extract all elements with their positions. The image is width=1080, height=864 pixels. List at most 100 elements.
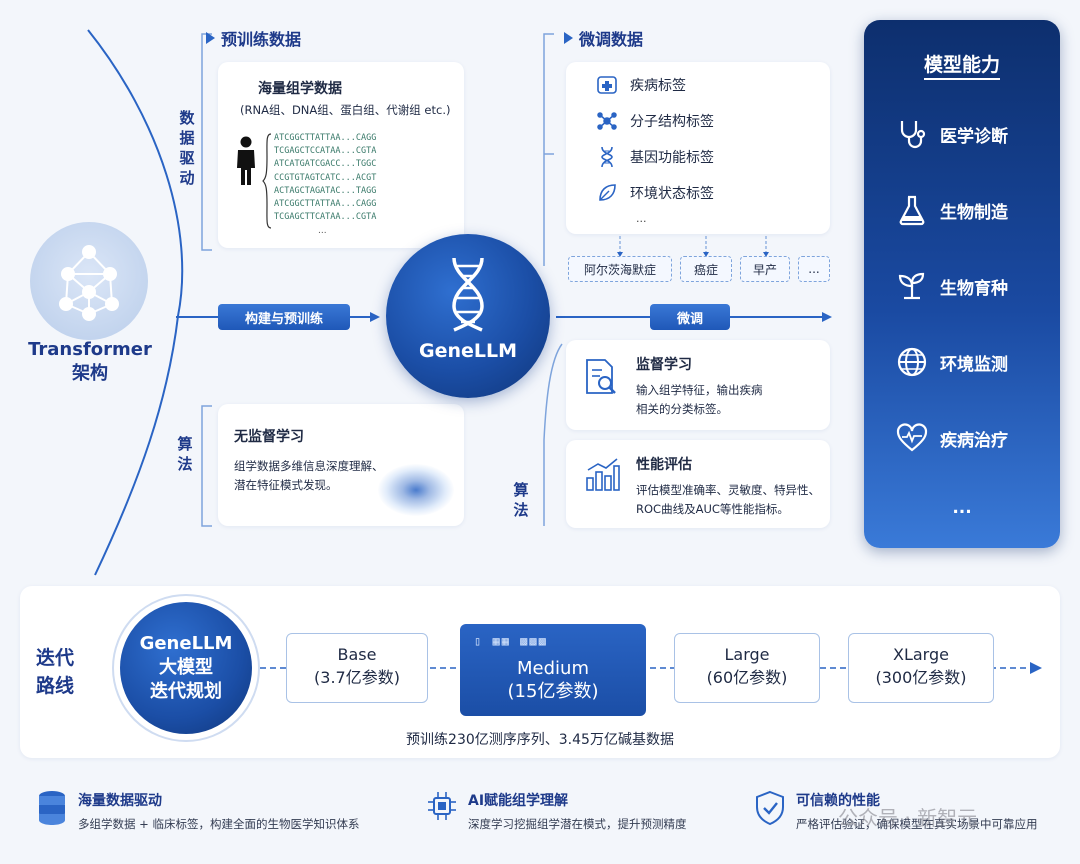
algorithm-right-bracket (543, 343, 563, 526)
stethoscope-icon (900, 121, 926, 149)
unsupervised-card: 无监督学习 组学数据多维信息深度理解、 潜在特征模式发现。 (218, 404, 464, 526)
roadmap-footnote: 预训练230亿测序序列、3.45万亿碱基数据 (406, 732, 674, 748)
dna-sequence: ACTAGCTAGATAC...TAGG (274, 185, 377, 196)
footer-text: 海量数据驱动 多组学数据 + 临床标签，构建全面的生物医学知识体系 (78, 790, 359, 832)
roadmap-label: 迭代 路线 (36, 644, 74, 700)
capability-label: 医学诊断 (940, 126, 1008, 147)
build-pretrain-pill: 构建与预训练 (218, 304, 350, 330)
left-arc-decoration (87, 29, 184, 576)
dna-sequence: CCGTGTAGTCATC...ACGT (274, 172, 377, 183)
supervised-title: 监督学习 (636, 357, 692, 373)
footer-desc: 严格评估验证，确保模型在真实场景中可靠应用 (796, 817, 1038, 831)
footer-title: 海量数据驱动 (78, 793, 162, 809)
medical-cross-icon (597, 76, 617, 94)
footer-item-trust: 可信赖的性能 严格评估验证，确保模型在真实场景中可靠应用 (754, 790, 1038, 832)
seedling-icon (898, 272, 925, 300)
finetune-pill: 微调 (650, 304, 730, 330)
algorithm-right-label: 算法 (513, 481, 529, 519)
dna-sequence: ATCATGATCGACC...TGGC (274, 159, 377, 170)
omics-data-card: 海量组学数据 (RNA组、DNA组、蛋白组、代谢组 etc.) ATCGGCTT… (218, 62, 464, 248)
stage-params: (300亿参数) (875, 668, 967, 687)
supervised-card: 监督学习 输入组学特征，输出疾病 相关的分类标签。 (566, 340, 830, 430)
finetune-bracket (543, 33, 554, 266)
flask-icon (899, 195, 925, 226)
capabilities-title-underline (924, 78, 1000, 80)
finetune-title-text: 微调数据 (579, 30, 644, 49)
evaluation-desc-1: 评估模型准确率、灵敏度、特异性、 (636, 483, 820, 497)
capability-item: 疾病治疗 (864, 422, 1060, 454)
capability-item: 生物育种 (864, 270, 1060, 302)
molecule-icon (597, 112, 617, 130)
algorithm-left-bracket (201, 405, 212, 527)
dna-icon (452, 257, 484, 332)
footer-item-data: 海量数据驱动 多组学数据 + 临床标签，构建全面的生物医学知识体系 (36, 790, 359, 832)
stage-name: Large (724, 645, 770, 664)
dna-small-icon (601, 146, 613, 168)
chip-icon (428, 792, 456, 820)
roadmap-circle-inner: GeneLLM 大模型 迭代规划 (120, 602, 252, 734)
pretrain-title-text: 预训练数据 (221, 30, 302, 49)
label-row-gene: 基因功能标签 (596, 146, 714, 168)
capability-label: 环境监测 (940, 354, 1008, 375)
capability-label: 疾病治疗 (940, 430, 1008, 451)
stage-name: Base (337, 645, 377, 664)
footer-desc: 深度学习挖掘组学潜在模式，提升预测精度 (468, 817, 687, 831)
stage-params: (60亿参数) (706, 668, 788, 687)
capabilities-more: ... (952, 498, 972, 518)
stage-params: (3.7亿参数) (314, 668, 400, 687)
sequence-ellipsis: ... (318, 226, 327, 236)
omics-card-title: 海量组学数据 (258, 81, 342, 97)
label-row-environment: 环境状态标签 (596, 182, 714, 204)
capabilities-title: 模型能力 (923, 54, 1000, 76)
finetune-labels-card: 疾病标签 分子结构标签 基因功能标签 环境状态标签 ... (566, 62, 830, 234)
person-icon (237, 136, 255, 185)
roadmap-circle-line1: GeneLLM (139, 633, 233, 654)
unsupervised-desc-2: 潜在特征模式发现。 (234, 478, 338, 492)
label-row-disease: 疾病标签 (596, 74, 686, 96)
supervised-desc-2: 相关的分类标签。 (636, 402, 728, 416)
genellm-core: GeneLLM (386, 234, 550, 398)
stage-medium: ▯ ▦▦ ▩▩▩ Medium (15亿参数) (460, 624, 646, 716)
transformer-label: Transformer 架构 (20, 338, 160, 386)
footer-title: AI赋能组学理解 (468, 793, 569, 809)
roadmap-label-2: 路线 (36, 675, 75, 697)
disease-tag: ... (798, 256, 830, 282)
pretrain-title: 预训练数据 (206, 26, 301, 50)
dna-sequence: TCGAGCTTCATAA...CGTA (274, 212, 377, 223)
unsupervised-title: 无监督学习 (234, 429, 304, 445)
database-icon (39, 791, 65, 825)
evaluation-desc-2: ROC曲线及AUC等性能指标。 (636, 502, 789, 516)
heart-pulse-icon (896, 423, 928, 452)
roadmap-circle: GeneLLM 大模型 迭代规划 (112, 594, 260, 742)
watermark: 公众号 · 新智元 (838, 806, 978, 830)
algorithm-left-label: 算法 (177, 435, 193, 473)
capability-label: 生物育种 (940, 278, 1008, 299)
footer-desc: 多组学数据 + 临床标签，构建全面的生物医学知识体系 (78, 817, 360, 831)
dna-sequence: ATCGGCTTATTAA...CAGG (274, 133, 377, 143)
stage-large: Large (60亿参数) (674, 633, 820, 703)
evaluation-card: 性能评估 评估模型准确率、灵敏度、特异性、 ROC曲线及AUC等性能指标。 (566, 440, 830, 528)
capability-item: 医学诊断 (864, 118, 1060, 150)
genellm-name: GeneLLM (418, 340, 517, 362)
stage-name: Medium (517, 658, 589, 679)
arrow-marker-icon (564, 32, 573, 44)
stage-params: (15亿参数) (507, 681, 599, 702)
labels-ellipsis: ... (636, 212, 647, 225)
evaluation-title: 性能评估 (636, 457, 692, 473)
label-text: 基因功能标签 (630, 150, 714, 166)
finetune-title: 微调数据 (564, 26, 643, 50)
label-row-molecule: 分子结构标签 (596, 110, 714, 132)
dna-sequence-list: ATCGGCTTATTAA...CAGG TCGAGCTCCATAA...CGT… (274, 132, 376, 224)
footer-item-ai: AI赋能组学理解 深度学习挖掘组学潜在模式，提升预测精度 (426, 790, 687, 832)
stage-name: XLarge (893, 645, 949, 664)
roadmap-circle-line3: 迭代规划 (150, 681, 222, 702)
roadmap-circle-line2: 大模型 (159, 657, 213, 678)
capability-label: 生物制造 (940, 202, 1008, 223)
bar-chart-icon (586, 458, 620, 491)
footer-text: 可信赖的性能 严格评估验证，确保模型在真实场景中可靠应用 (796, 790, 1038, 832)
label-text: 环境状态标签 (630, 186, 714, 202)
supervised-desc-1: 输入组学特征，输出疾病 (636, 383, 763, 397)
capability-item: 生物制造 (864, 194, 1060, 226)
dna-sequence: TCGAGCTCCATAA...CGTA (274, 146, 377, 157)
capabilities-panel: 模型能力 医学诊断 生物制造 生物育种 环境监测 疾病治疗 ... (864, 20, 1060, 548)
